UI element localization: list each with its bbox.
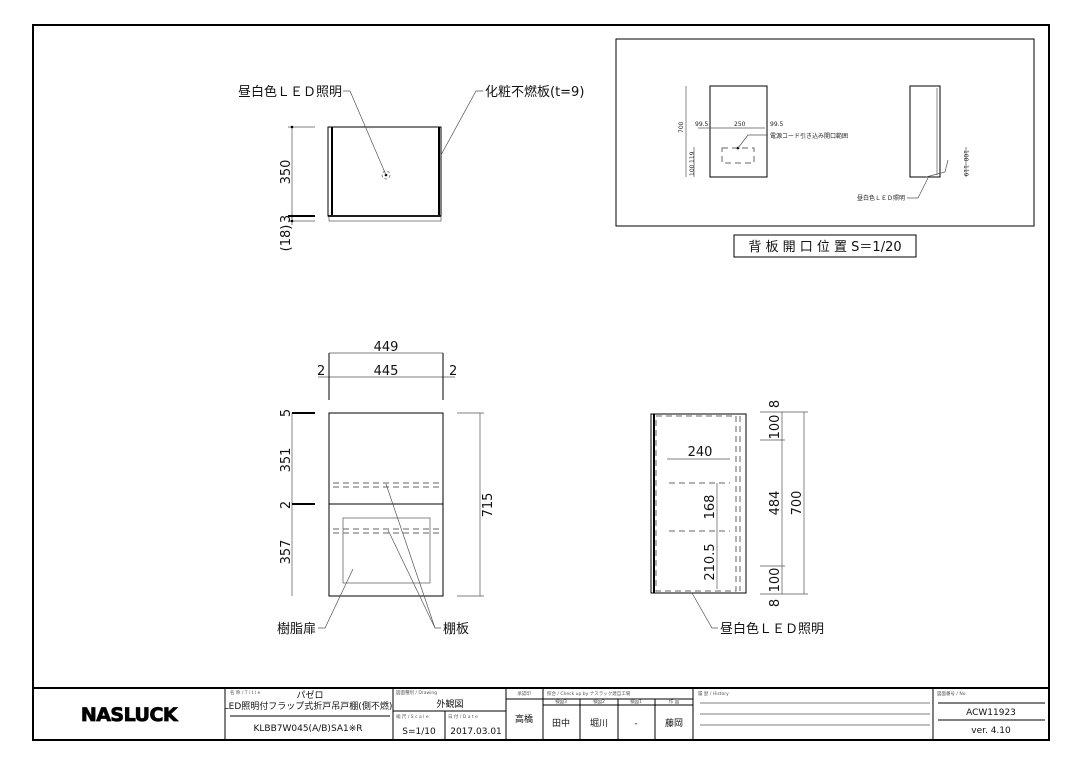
dim-5: 5 [279,409,294,417]
dim-700-side: 700 [790,491,805,516]
dim-99-5-right: 99.5 [770,121,784,128]
checker-name: - [634,719,637,729]
side-led-label: 昼白色ＬＥＤ照明 [720,621,824,637]
dim-240: 240 [688,445,713,460]
drawing-type: 外観図 [436,698,463,710]
date-caption: 日 付 / D a t e [448,713,478,720]
drawing-caption: 図面種別 / Drawing [396,689,437,696]
dim-484: 484 [768,491,783,516]
shelf-label: 棚板 [443,622,469,637]
dim-357: 357 [279,540,294,565]
svg-text:NASLUCK: NASLUCK [81,704,179,726]
inset-led-label: 昼白色ＬＥＤ照明 [857,194,905,202]
dim-715: 715 [481,493,496,518]
front-view: 449 445 2 2 5 351 2 357 715 樹脂扉 棚板 [277,340,496,637]
date: 2017.03.01 [450,727,502,737]
side-view: 240 168 210.5 8 100 484 100 8 700 昼白色ＬＥＤ… [650,400,824,637]
checker-role: 検図1 [630,698,642,705]
checker-name: 堀川 [590,718,608,729]
product-desc: LED照明付フラップ式折戸吊戸棚(側不燃) [224,700,393,712]
approver-caption: 承認印 [517,690,531,697]
dim-100-top: 100 [768,415,783,440]
dim-18: (18) [279,225,294,252]
dim-700: 700 [678,121,685,133]
dim-168: 168 [703,495,718,520]
approver: 高橋 [515,713,533,725]
dim-210-5: 210.5 [703,543,718,580]
dim-8-top: 8 [768,400,783,408]
dim-2-right: 2 [449,364,457,379]
drawing-number: ACW11923 [966,708,1016,718]
inset-caption: 背 板 開 口 位 置 S＝1/20 [748,240,901,255]
dim-8-bottom: 8 [768,599,783,607]
side-dim-100: 100 [962,150,969,162]
title-block: NASLUCK 名 称 / T i t l e パゼロ LED照明付フラップ式折… [32,687,1050,741]
checker-role: 作 図 [669,698,680,705]
dim-100: 100 [689,164,696,176]
dim-99-5-left: 99.5 [695,121,709,128]
back-panel-inset: 99.5 250 99.5 700 119 100 電源コード引き込み開口範囲 … [615,38,1035,258]
version: ver. 4.10 [971,726,1011,736]
dim-445: 445 [374,364,399,379]
product-name: パゼロ [296,689,323,701]
title-caption: 名 称 / T i t l e [230,689,261,696]
led-label: 昼白色ＬＥＤ照明 [238,84,342,100]
dim-3: 3 [279,215,294,223]
dim-449: 449 [374,340,399,355]
check-caption: 照合 / Check up by ナスラック建自工場 [547,690,631,697]
side-dim-119: 119 [962,165,969,177]
nasluck-logo: NASLUCK [80,704,179,727]
dim-2-left: 2 [317,364,325,379]
top-view: 350 3 (18) 昼白色ＬＥＤ照明 化粧不燃板(t=9) [238,84,584,251]
sheet-border [32,24,1050,741]
scale: S=1/10 [402,727,436,737]
checker-name: 田中 [552,717,570,729]
model-number: KLBB7W045(A/B)SA1※R [253,724,362,734]
dim-351: 351 [279,448,294,473]
scale-caption: 縮 尺 / S c a l e [396,713,429,720]
door-label: 樹脂扉 [277,621,316,637]
dim-350: 350 [279,160,294,185]
checker-role: 検図2 [593,698,605,705]
panel-label: 化粧不燃板(t=9) [485,84,584,100]
number-caption: 図面番号 / No. [937,690,967,697]
checker-role: 検図3 [555,698,567,705]
checker-name: 藤岡 [665,717,683,729]
history-caption: 履 歴 / History [698,691,729,697]
dim-2-mid: 2 [279,501,294,509]
dim-250: 250 [734,121,746,128]
dim-100-bottom: 100 [768,568,783,593]
dim-119: 119 [689,151,696,163]
cord-opening-label: 電源コード引き込み開口範囲 [770,132,848,140]
